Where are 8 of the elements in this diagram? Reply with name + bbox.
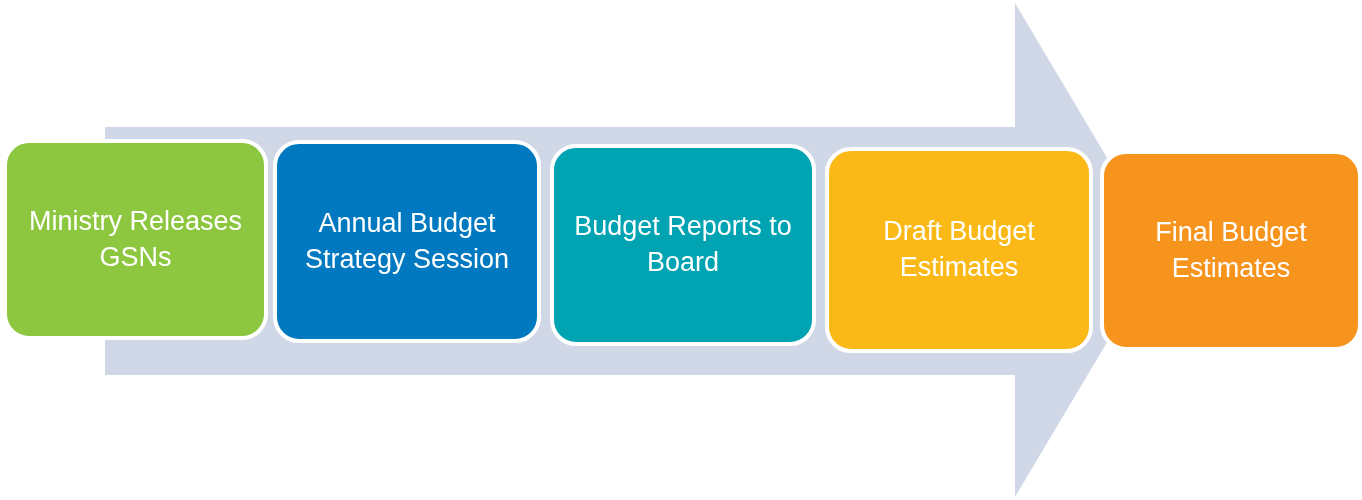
step-label: Budget Reports to Board (573, 210, 793, 279)
process-box (825, 147, 1093, 353)
process-box (550, 144, 816, 346)
process-box (273, 140, 541, 343)
step-label: Final Budget Estimates (1154, 215, 1308, 285)
step-label: Draft Budget Estimates (882, 215, 1036, 284)
step-label: Annual Budget Strategy Session (303, 206, 511, 276)
step-label: Ministry Releases GSNs (27, 204, 244, 274)
